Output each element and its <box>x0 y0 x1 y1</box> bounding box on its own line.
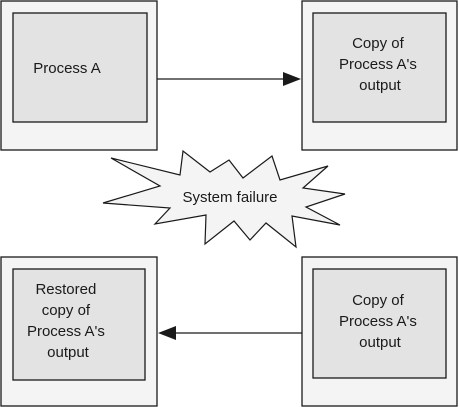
system-failure-starburst <box>102 149 346 249</box>
arrow-copy-to-restored-head <box>158 326 176 340</box>
process-a-label: Process A <box>33 60 101 77</box>
restored-inner-box <box>12 268 146 381</box>
arrow-process-to-copy-head <box>283 72 301 86</box>
restored-node: Restored copy of Process A's output <box>0 256 158 407</box>
arrow-copy-to-restored <box>158 326 302 340</box>
copy-bottom-label: Copy of Process A's output <box>339 292 421 351</box>
copy-bottom-inner-box <box>312 268 447 379</box>
arrow-process-to-copy <box>157 72 301 86</box>
system-failure-node: System failure <box>102 149 346 249</box>
restored-label: Restored copy of Process A's output <box>27 281 109 361</box>
copy-top-node: Copy of Process A's output <box>301 0 458 151</box>
copy-top-label: Copy of Process A's output <box>339 35 421 94</box>
copy-top-inner-box <box>312 12 447 123</box>
process-a-inner-box <box>12 12 148 123</box>
process-a-node: Process A <box>0 0 158 151</box>
system-failure-label: System failure <box>182 189 277 206</box>
copy-bottom-node: Copy of Process A's output <box>301 256 458 407</box>
